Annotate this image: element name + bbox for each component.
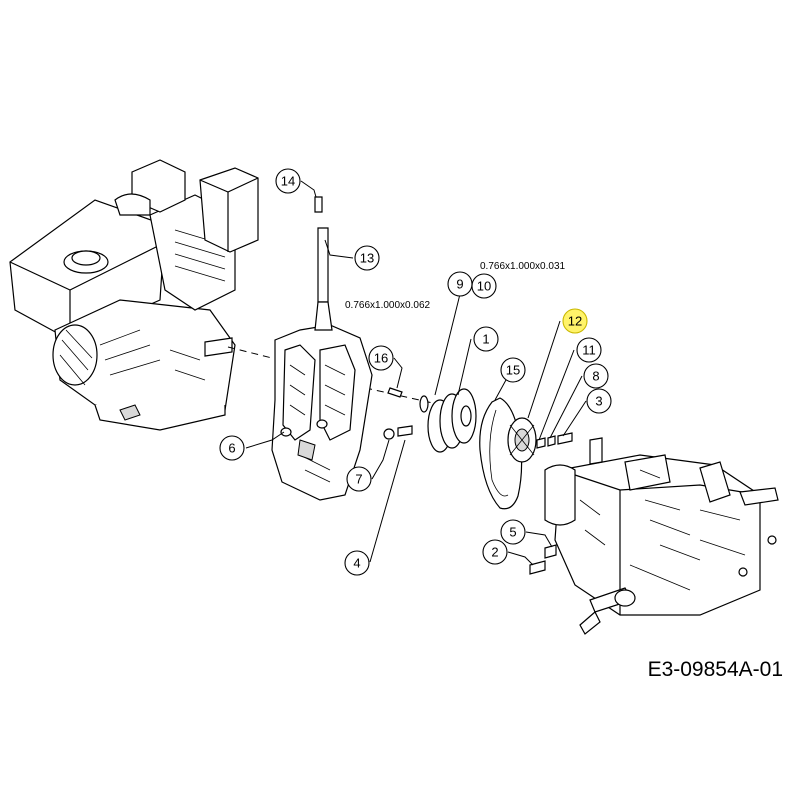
callout-16[interactable]: 16 (368, 345, 394, 371)
callout-10[interactable]: 10 (471, 273, 497, 299)
callout-label: 6 (228, 441, 235, 456)
callout-label: 4 (353, 556, 360, 571)
spacer-part (383, 428, 395, 440)
callout-9[interactable]: 9 (447, 271, 473, 297)
callout-8[interactable]: 8 (583, 363, 609, 389)
callout-label: 16 (374, 351, 388, 366)
callout-15[interactable]: 15 (500, 357, 526, 383)
callout-7[interactable]: 7 (346, 466, 372, 492)
callout-11[interactable]: 11 (576, 337, 602, 363)
nut-part (536, 437, 546, 449)
drawing-number: E3-09854A-01 (648, 658, 783, 681)
callout-4[interactable]: 4 (344, 550, 370, 576)
callout-label: 11 (582, 343, 596, 358)
callout-label: 1 (482, 332, 489, 347)
callout-3[interactable]: 3 (586, 388, 612, 414)
callout-label: 8 (592, 369, 599, 384)
callout-1[interactable]: 1 (473, 326, 499, 352)
callout-label: 15 (506, 363, 520, 378)
callout-5[interactable]: 5 (500, 519, 526, 545)
callout-label: 2 (491, 545, 498, 560)
engine-mount-bracket (271, 227, 373, 501)
callout-13[interactable]: 13 (354, 245, 380, 271)
pulley-illustration (427, 388, 477, 453)
bolt-part-4 (397, 425, 413, 437)
washer-part (419, 395, 429, 413)
engine-illustration (9, 159, 259, 431)
callout-label: 14 (281, 174, 295, 189)
pin-part (314, 196, 323, 213)
washer-9-spec: 0.766x1.000x0.062 (345, 300, 431, 311)
callout-label: 13 (360, 251, 374, 266)
nut-part-5 (544, 544, 557, 559)
callout-label: 10 (477, 279, 491, 294)
callout-14[interactable]: 14 (275, 168, 301, 194)
callout-label: 9 (456, 277, 463, 292)
callout-label: 3 (595, 394, 602, 409)
callout-12[interactable]: 12 (562, 308, 588, 334)
callout-label: 12 (568, 314, 582, 329)
callout-2[interactable]: 2 (482, 539, 508, 565)
sprocket-illustration (507, 417, 537, 463)
callout-label: 7 (355, 472, 362, 487)
washer-part-8 (547, 435, 556, 447)
callout-6[interactable]: 6 (219, 435, 245, 461)
leader-lines (245, 180, 587, 566)
washer-10-spec: 0.766x1.000x0.031 (480, 261, 566, 272)
callout-label: 5 (509, 525, 516, 540)
bolt-part-2 (529, 560, 546, 575)
transmission-illustration (544, 437, 779, 635)
key-part (387, 387, 403, 398)
bolt-part-3 (557, 432, 573, 445)
